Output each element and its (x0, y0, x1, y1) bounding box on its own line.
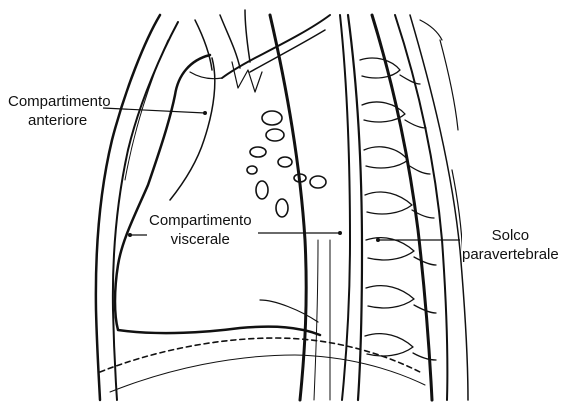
bronchi-rings (247, 111, 326, 217)
label-paravertebral-line-1: Solco (462, 226, 559, 245)
leader-anterior (103, 108, 205, 113)
label-visceral: Compartimento viscerale (147, 211, 254, 249)
label-visceral-line-1: Compartimento (149, 211, 252, 230)
label-paravertebral-line-2: paravertebrale (462, 245, 559, 264)
label-paravertebral: Solco paravertebrale (462, 226, 559, 264)
great-vessels (195, 20, 212, 70)
label-anterior: Compartimento anteriore (8, 92, 111, 130)
anterior-chest-wall (96, 15, 160, 400)
vertebrae (360, 58, 436, 360)
label-anterior-line-1: Compartimento (8, 92, 111, 111)
spine-posterior-line (372, 15, 432, 400)
label-anterior-line-2: anteriore (8, 111, 111, 130)
label-visceral-line-2: viscerale (149, 230, 252, 249)
